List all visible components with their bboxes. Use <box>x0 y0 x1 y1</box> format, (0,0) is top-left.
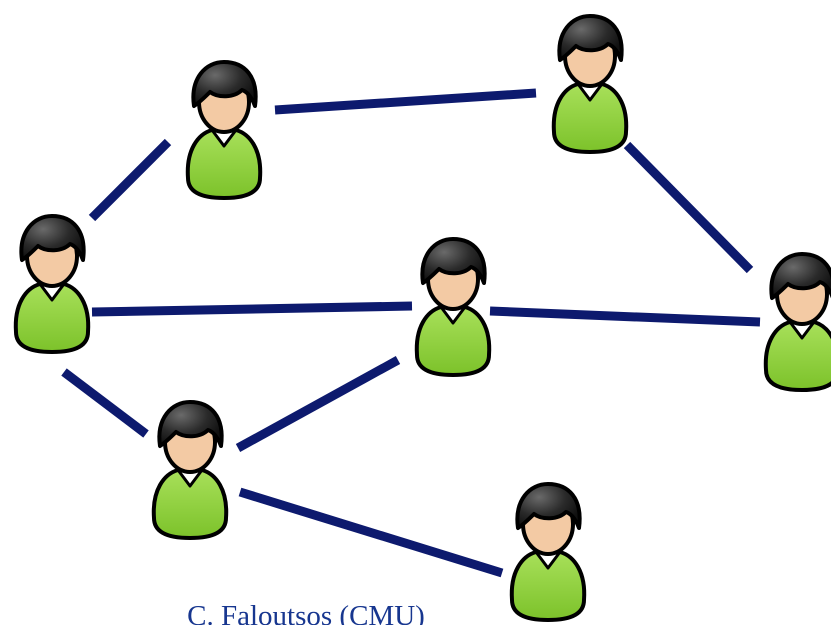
person-icon <box>151 400 229 540</box>
edge-person-4-person-5 <box>91 301 413 317</box>
author-caption: C. Faloutsos (CMU) <box>187 600 425 625</box>
person-icon <box>13 214 91 354</box>
edge-person-1-person-2 <box>88 138 172 222</box>
edge-person-4-person-7 <box>623 141 754 274</box>
person-icon <box>763 252 831 392</box>
edge-person-1-person-3 <box>61 368 149 438</box>
edge-person-5-person-6 <box>489 306 761 327</box>
edge-person-3-person-4 <box>235 356 401 452</box>
person-icon <box>414 237 492 377</box>
person-icon <box>185 60 263 200</box>
edge-person-3-person-5 <box>238 487 504 578</box>
edge-person-2-person-7 <box>274 88 537 115</box>
person-icon <box>551 14 629 154</box>
